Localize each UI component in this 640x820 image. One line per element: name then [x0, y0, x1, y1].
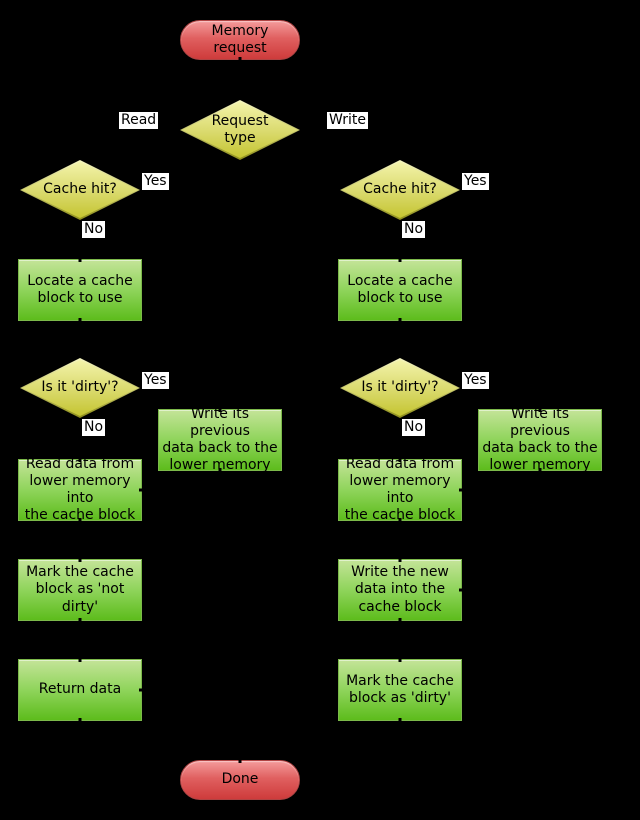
node-label: Write its previous data back to the lowe… [162, 405, 278, 474]
process-return-data: Return data [18, 659, 142, 721]
edge-label-no-dirty-read: No [82, 419, 106, 436]
node-label: Return data [38, 681, 122, 698]
edge-label-no-cache-hit-write: No [402, 221, 426, 238]
edge-label-write: Write [327, 112, 368, 129]
process-write-back-write: Write its previous data back to the lowe… [478, 405, 602, 474]
process-mark-not-dirty: Mark the cache block as 'not dirty' [18, 559, 142, 621]
node-label: Done [221, 771, 259, 788]
connector-dot [139, 688, 142, 692]
process-write-back-read: Write its previous data back to the lowe… [158, 405, 282, 474]
node-label: Is it 'dirty'? [41, 379, 119, 396]
edge-label-no-cache-hit-read: No [82, 221, 106, 238]
process-mark-dirty: Mark the cache block as 'dirty' [338, 659, 462, 721]
edge-label-no-dirty-write: No [402, 419, 426, 436]
connector-dot [459, 488, 462, 492]
process-locate-block-write: Locate a cache block to use [338, 259, 462, 321]
node-done: Done [180, 760, 300, 800]
node-label: Read data from lower memory into the cac… [344, 455, 456, 524]
node-label: Read data from lower memory into the cac… [24, 455, 136, 524]
node-label: Write the new data into the cache block [351, 564, 449, 615]
process-read-lower-write: Read data from lower memory into the cac… [338, 455, 462, 524]
process-locate-block-read: Locate a cache block to use [18, 259, 142, 321]
decision-is-dirty-write: Is it 'dirty'? [340, 358, 460, 418]
process-write-new-data: Write the new data into the cache block [338, 559, 462, 621]
node-label: Locate a cache block to use [347, 272, 453, 306]
node-label: Mark the cache block as 'not dirty' [26, 564, 134, 615]
node-memory-request: Memory request [180, 20, 300, 60]
node-label: Cache hit? [363, 181, 437, 198]
node-label: Memory request [211, 22, 269, 56]
connector-dot [459, 588, 462, 592]
decision-cache-hit-read: Cache hit? [20, 160, 140, 220]
edge-label-yes-cache-hit-read: Yes [142, 173, 169, 190]
decision-request-type: Request type [180, 100, 300, 160]
decision-is-dirty-read: Is it 'dirty'? [20, 358, 140, 418]
edge-label-yes-dirty-write: Yes [462, 372, 489, 389]
node-label: Is it 'dirty'? [361, 379, 439, 396]
node-label: Write its previous data back to the lowe… [482, 405, 598, 474]
process-read-lower-read: Read data from lower memory into the cac… [18, 455, 142, 524]
node-label: Mark the cache block as 'dirty' [346, 672, 454, 706]
connector-dot [139, 488, 142, 492]
edge-label-read: Read [119, 112, 159, 129]
node-label: Locate a cache block to use [27, 272, 133, 306]
node-label: Cache hit? [43, 181, 117, 198]
edge-label-yes-cache-hit-write: Yes [462, 173, 489, 190]
edge-label-yes-dirty-read: Yes [142, 372, 169, 389]
node-label: Request type [211, 112, 269, 146]
decision-cache-hit-write: Cache hit? [340, 160, 460, 220]
